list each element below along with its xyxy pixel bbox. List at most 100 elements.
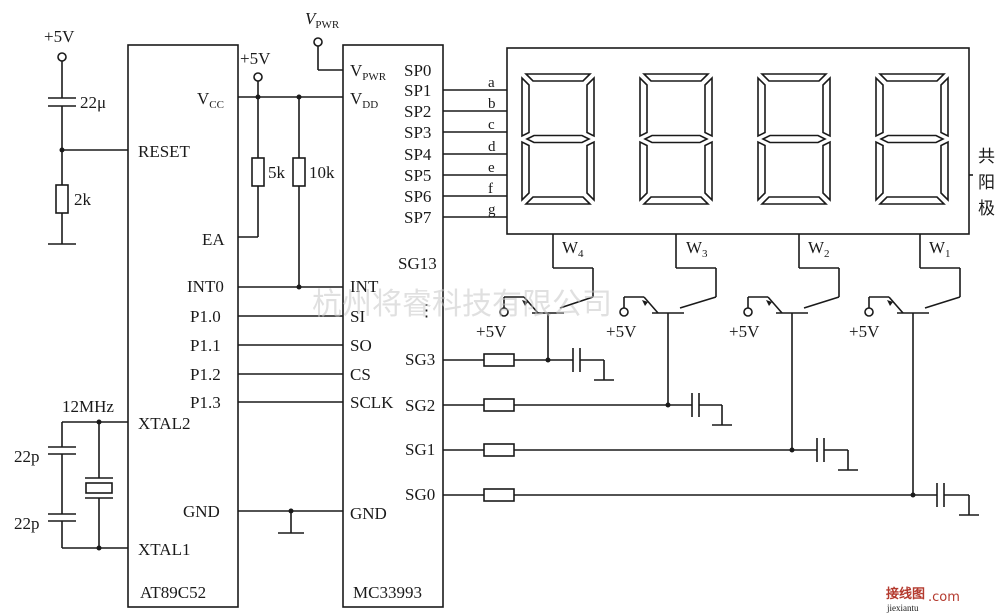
segment-f (875, 76, 884, 138)
segment-g (879, 134, 945, 144)
q4-vplus-label: +5V (476, 322, 507, 341)
driver-int-pin: INT (350, 277, 379, 296)
segment-d (524, 196, 592, 205)
segment-f (521, 76, 530, 138)
reset-resistor (55, 184, 69, 214)
mcu-ea-pin: EA (202, 230, 225, 249)
segment-c (586, 140, 595, 202)
segment-c (704, 140, 713, 202)
vplus-terminal (619, 307, 629, 317)
segment-b-label: b (488, 96, 496, 112)
segment-d (878, 196, 946, 205)
driver-vdd-label: VDD (350, 89, 378, 111)
driver-vpwr-label: VPWR (350, 61, 387, 83)
watermark-corner-cn: 接线图 (886, 586, 925, 602)
segment-e (757, 140, 766, 202)
driver-sg13-pin: SG13 (398, 254, 437, 273)
segment-e (639, 140, 648, 202)
segment-f (639, 76, 648, 138)
segment-bus: a b c d e f g (443, 75, 507, 218)
segment-a (760, 73, 828, 82)
mcu-xtal1-pin: XTAL1 (138, 540, 190, 559)
vplus-terminal (499, 307, 509, 317)
watermark-company: 杭州将睿科技有限公司 (312, 287, 612, 322)
emitter-arrow (522, 300, 528, 306)
vplus-terminal (743, 307, 753, 317)
display-digits (521, 73, 949, 205)
mc33993-chip (342, 44, 444, 608)
reset-cap-value: 22μ (80, 93, 106, 112)
mcu-p11-pin: P1.1 (190, 336, 221, 355)
digit-3 (757, 73, 831, 205)
q3-vplus-label: +5V (606, 322, 637, 341)
driver-sg-dots: ⋮ (418, 301, 435, 320)
driver-sg0-pin: SG0 (405, 485, 435, 504)
segment-g (761, 134, 827, 144)
segment-c (940, 140, 949, 202)
segment-e-label: e (488, 160, 495, 176)
mcu-vcc-label: VCC (197, 89, 224, 111)
driver-sp0-pin: SP0 (404, 61, 431, 80)
pullup-network: +5V 5k 10k (238, 49, 343, 290)
sg-resistor (483, 443, 515, 457)
vcc-terminal-mcu (253, 72, 263, 82)
driver-sg3-pin: SG3 (405, 350, 435, 369)
segment-f-label: f (488, 181, 493, 197)
at89c52-chip (127, 44, 239, 608)
mcu-p12-pin: P1.2 (190, 365, 221, 384)
segment-d (642, 196, 710, 205)
digit-2 (639, 73, 713, 205)
watermark-corner: 接线图 .com jiexiantu (886, 586, 960, 613)
driver-w2-label: W2 (808, 238, 830, 260)
vpwr-label: VPWR (305, 9, 340, 31)
driver-sg1-pin: SG1 (405, 440, 435, 459)
segment-c-label: c (488, 117, 495, 133)
sg-line-2 (443, 393, 732, 426)
reset-vplus-label: +5V (44, 27, 75, 46)
segment-a (524, 73, 592, 82)
watermark-corner-url: jiexiantu (886, 603, 919, 613)
segment-g-label: g (488, 202, 496, 218)
display-type-char-2: 阳 (978, 173, 995, 192)
sg-resistor (483, 353, 515, 367)
display-type-char-1: 共 (978, 147, 995, 166)
digit-1 (521, 73, 595, 205)
segment-b (940, 76, 949, 138)
pullup-resistor-5k (251, 157, 265, 187)
vpwr-supply: VPWR (305, 9, 343, 71)
driver-sp7-pin: SP7 (404, 208, 432, 227)
reset-res-value: 2k (74, 190, 92, 209)
reset-circuit: +5V 22μ 2k (44, 27, 128, 245)
transistor-q1 (864, 234, 961, 498)
pullup-r2-value: 10k (309, 163, 335, 182)
watermark-corner-com: .com (928, 590, 960, 605)
driver-sclk-pin: SCLK (350, 393, 394, 412)
vpwr-terminal (313, 37, 323, 47)
driver-sp3-pin: SP3 (404, 123, 431, 142)
driver-gnd-pin: GND (350, 504, 387, 523)
emitter-arrow (887, 300, 893, 306)
sg-line-0 (443, 483, 979, 516)
crystal-cap-top-value: 22p (14, 447, 40, 466)
pullup-resistor-10k (292, 157, 306, 187)
crystal-circuit: 12MHz 22p 22p (14, 397, 128, 551)
crystal-cap-bottom-value: 22p (14, 514, 40, 533)
at89c52-label: AT89C52 (140, 583, 206, 602)
mc33993-label: MC33993 (353, 583, 422, 602)
driver-so-pin: SO (350, 336, 372, 355)
segment-c (822, 140, 831, 202)
sg-lines (443, 348, 979, 516)
mcu-gnd-pin: GND (183, 502, 220, 521)
sg-line-1 (443, 438, 858, 471)
segment-f (757, 76, 766, 138)
segment-a-label: a (488, 75, 495, 91)
mcu-p13-pin: P1.3 (190, 393, 221, 412)
q1-vplus-label: +5V (849, 322, 880, 341)
driver-cs-pin: CS (350, 365, 371, 384)
emitter-arrow (642, 300, 648, 306)
driver-w1-label: W1 (929, 238, 951, 260)
segment-b (704, 76, 713, 138)
driver-sp6-pin: SP6 (404, 187, 431, 206)
